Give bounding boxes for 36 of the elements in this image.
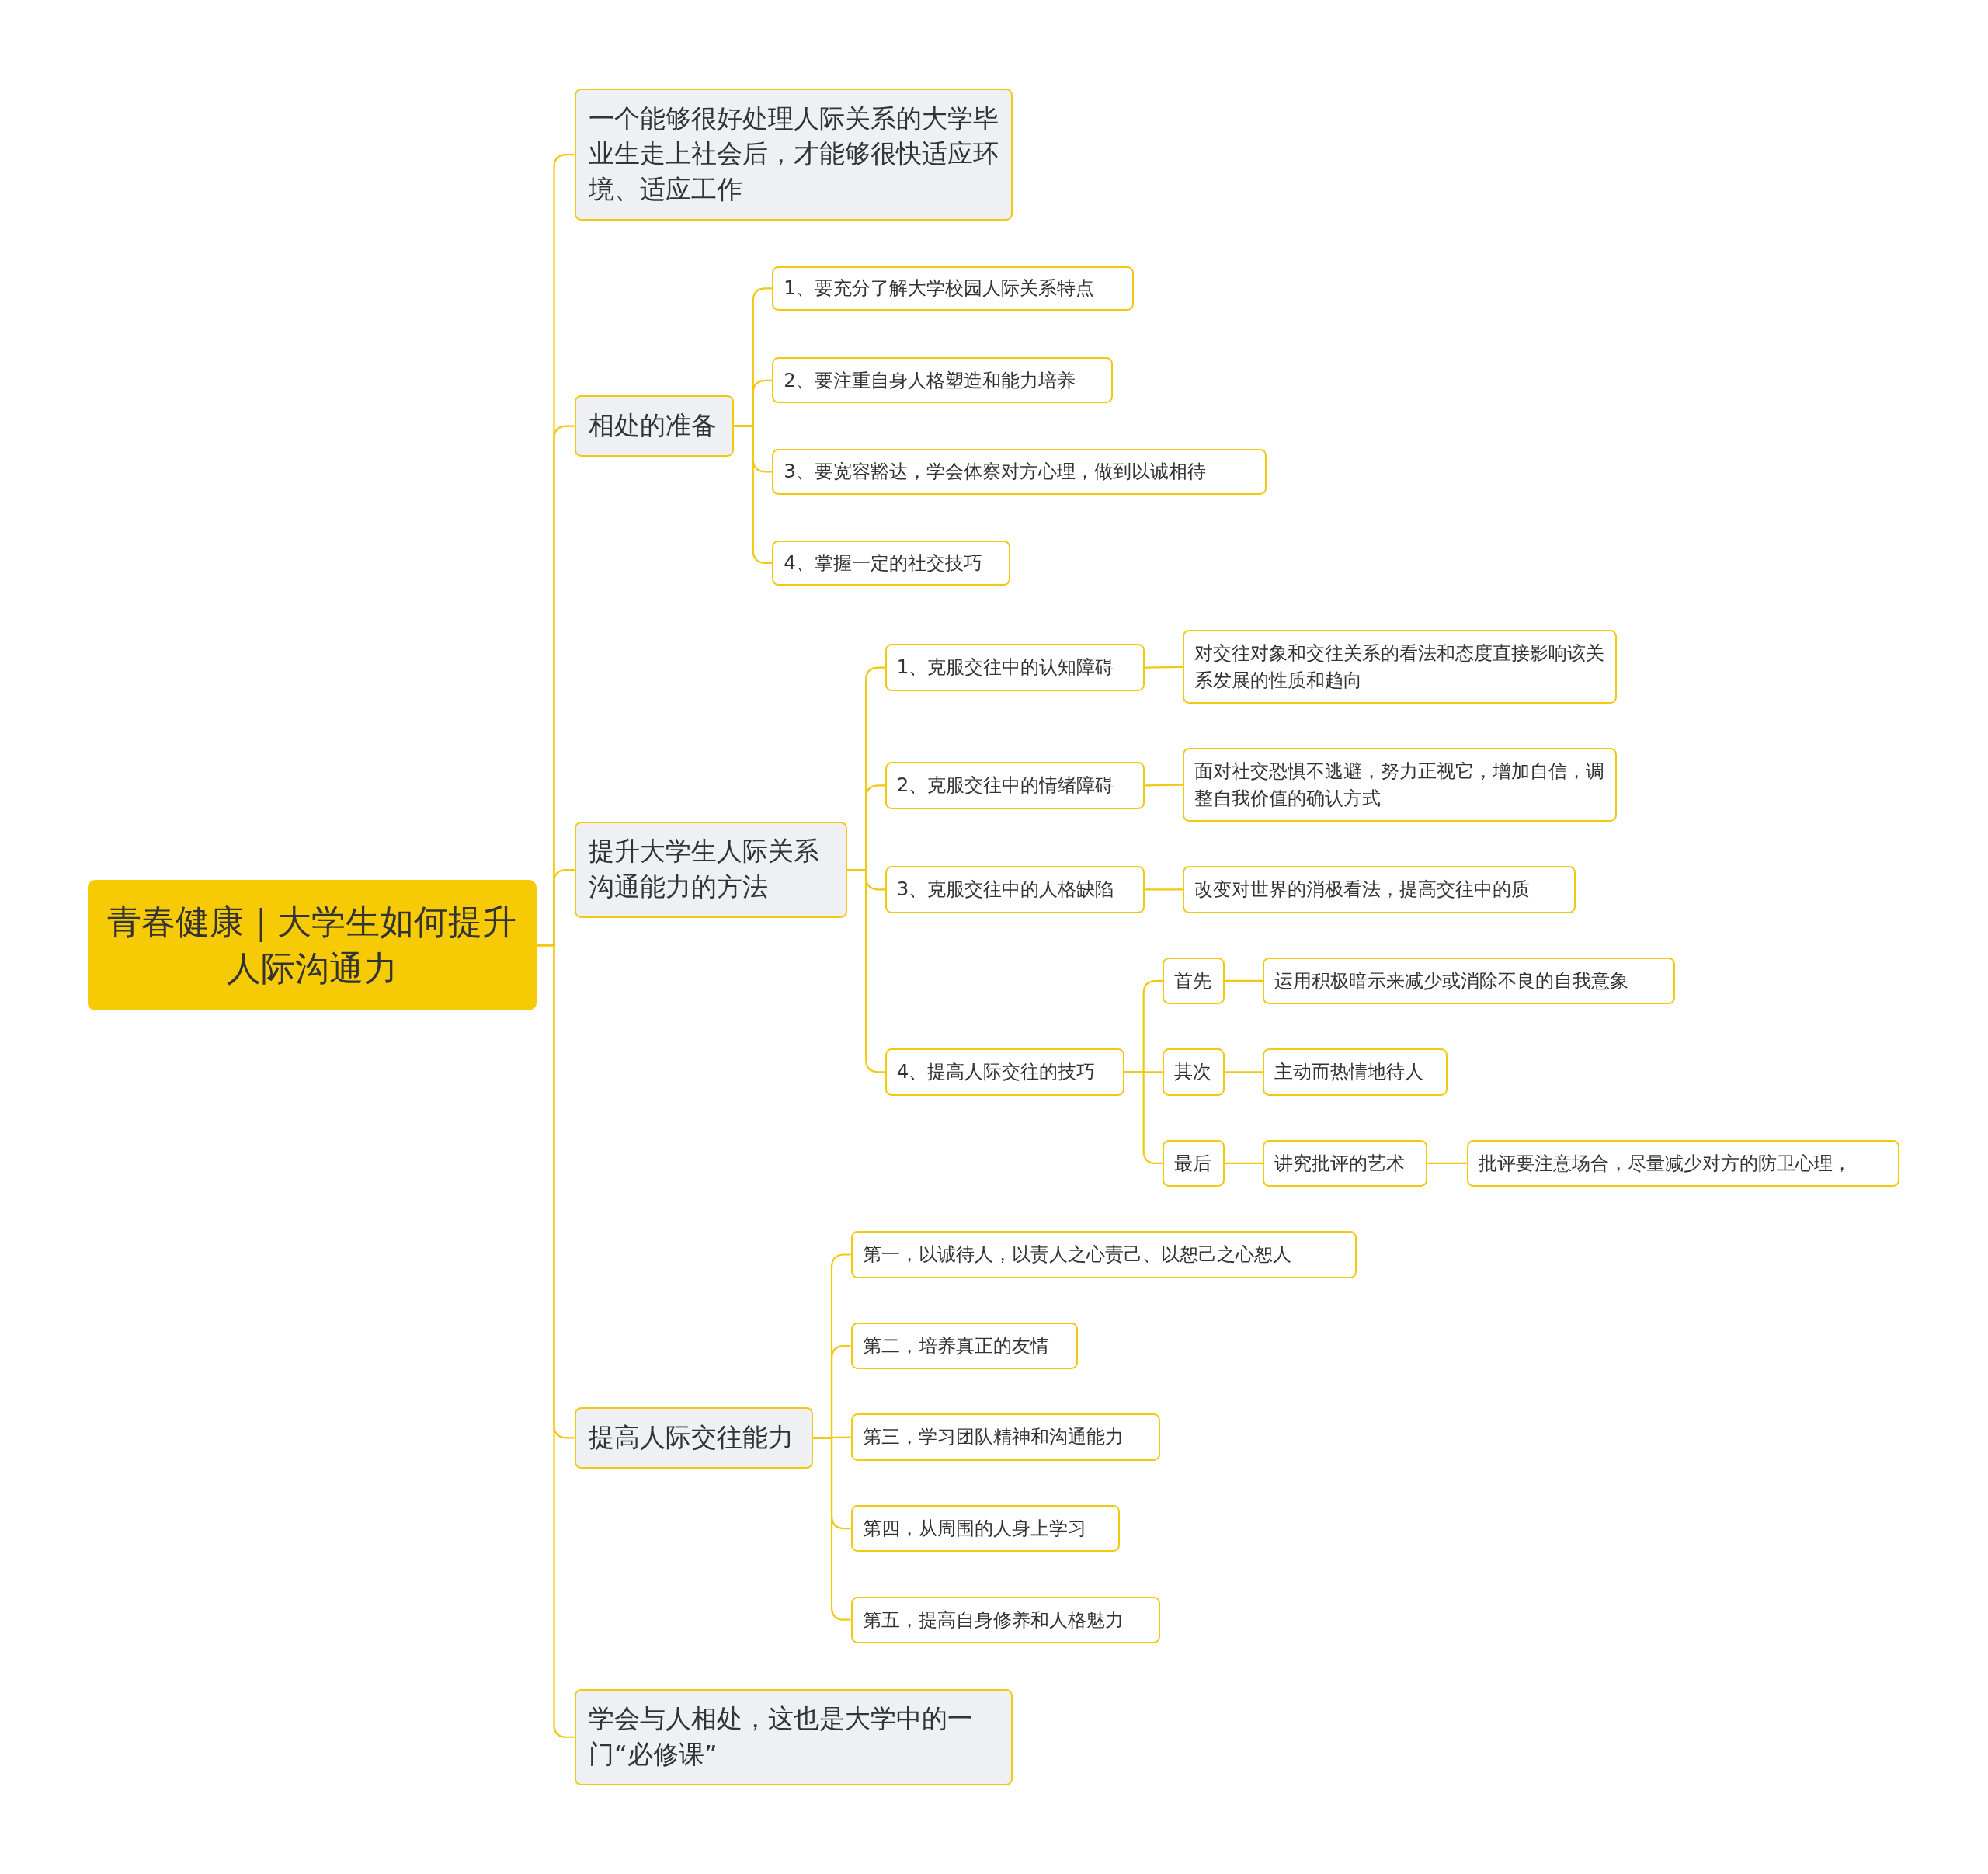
subtopic-box: 第一，以诚待人，以责人之心责己、以恕己之心恕人	[850, 1231, 1357, 1278]
subtopic-box: 1、克服交往中的认知障碍	[885, 644, 1145, 691]
connector-line	[1225, 1071, 1263, 1073]
subtopic-box: 讲究批评的艺术	[1263, 1139, 1428, 1187]
topic-box: 学会与人相处，这也是大学中的一门“必修课”	[574, 1688, 1013, 1785]
subtopic-box: 最后	[1163, 1139, 1225, 1187]
subtopic-box: 运用积极暗示来减少或消除不良的自我意象	[1263, 957, 1675, 1005]
subtopic-box: 第三，学习团队精神和沟通能力	[850, 1413, 1160, 1461]
topic-box: 提升大学生人际关系沟通能力的方法	[574, 821, 847, 919]
connector-line	[1145, 784, 1183, 787]
root-topic-box: 青春健康｜大学生如何提升人际沟通力	[87, 880, 537, 1011]
subtopic-box: 首先	[1163, 957, 1225, 1005]
subtopic-box: 第二，培养真正的友情	[850, 1322, 1078, 1370]
subtopic-box: 2、克服交往中的情绪障碍	[885, 762, 1145, 809]
subtopic-box: 1、要充分了解大学校园人际关系特点	[772, 266, 1134, 311]
subtopic-box: 其次	[1163, 1048, 1225, 1096]
subtopic-box: 4、掌握一定的社交技巧	[772, 540, 1011, 586]
subtopic-box: 3、克服交往中的人格缺陷	[885, 866, 1145, 913]
subtopic-box: 改变对世界的消极看法，提高交往中的质	[1183, 866, 1576, 913]
topic-box: 一个能够很好处理人际关系的大学毕业生走上社会后，才能够很快适应环境、适应工作	[574, 89, 1013, 221]
subtopic-box: 对交往对象和交往关系的看法和态度直接影响该关系发展的性质和趋向	[1183, 630, 1617, 704]
connector-line	[1225, 1162, 1263, 1165]
subtopic-box: 主动而热情地待人	[1263, 1048, 1448, 1096]
subtopic-box: 4、提高人际交往的技巧	[885, 1048, 1125, 1096]
connector-line	[1145, 888, 1183, 891]
subtopic-box: 面对社交恐惧不逃避，努力正视它，增加自信，调整自我价值的确认方式	[1183, 748, 1617, 822]
topic-box: 提高人际交往能力	[574, 1407, 813, 1469]
subtopic-box: 批评要注意场合，尽量减少对方的防卫心理，	[1466, 1139, 1899, 1187]
subtopic-box: 第五，提高自身修养和人格魅力	[850, 1596, 1160, 1643]
subtopic-box: 2、要注重自身人格塑造和能力培养	[772, 357, 1114, 404]
topic-box: 相处的准备	[574, 395, 735, 457]
subtopic-box: 3、要宽容豁达，学会体察对方心理，做到以诚相待	[772, 448, 1267, 495]
connector-line	[1225, 979, 1263, 982]
subtopic-box: 第四，从周围的人身上学习	[850, 1504, 1120, 1552]
connector-line	[1145, 666, 1183, 669]
connector-line	[1427, 1162, 1467, 1165]
